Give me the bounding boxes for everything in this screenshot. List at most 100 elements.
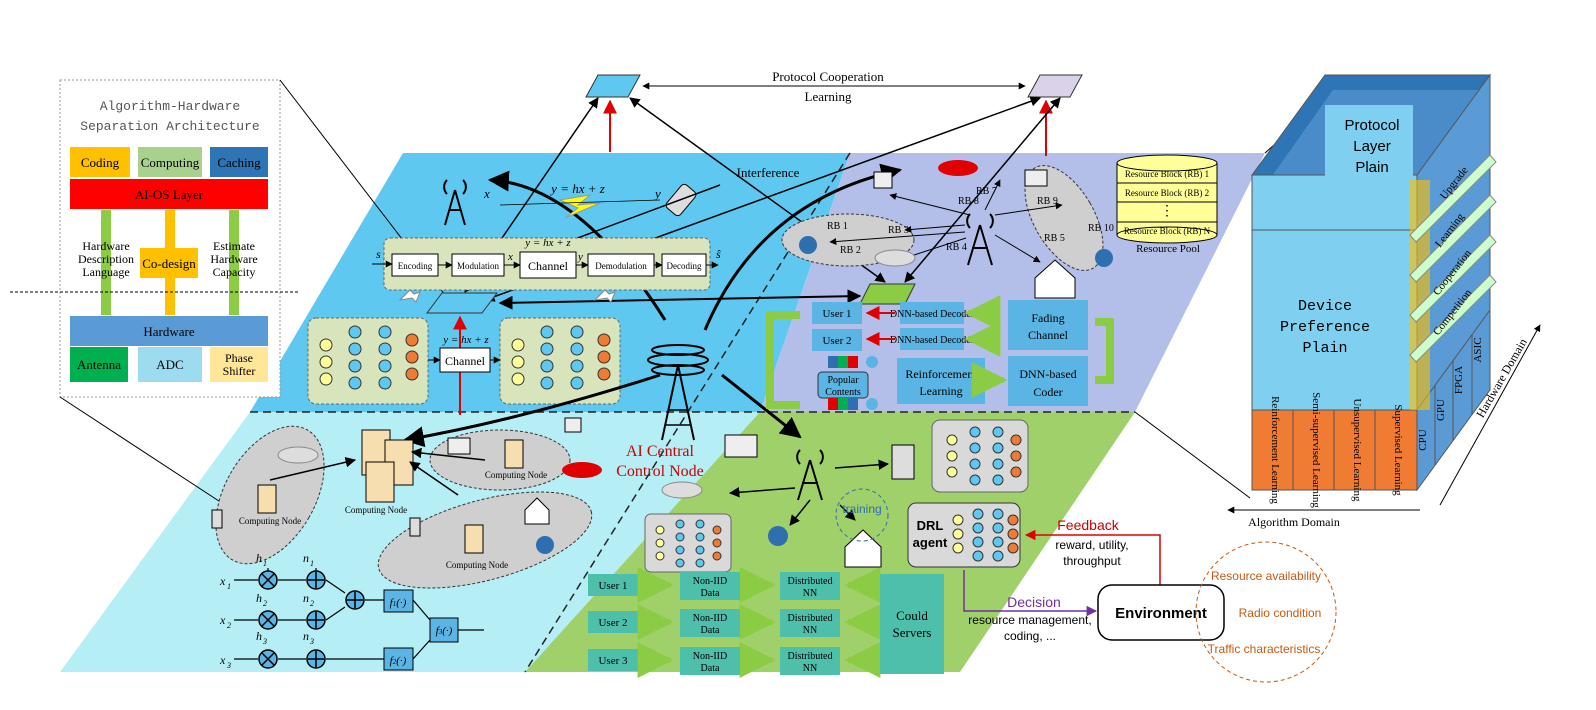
coding-box: Coding: [81, 155, 120, 170]
nn-icon-small: [655, 519, 722, 568]
user-icon: [799, 236, 817, 254]
laptop-icon-q4: [724, 434, 758, 458]
dnn-1b: NN: [803, 588, 817, 599]
rb2: RB 2: [840, 245, 861, 256]
rb8: RB 8: [958, 196, 979, 207]
encoding-box: Encoding: [398, 261, 433, 271]
user-icon-q4: [768, 526, 788, 546]
q4-user1: User 1: [598, 580, 627, 592]
nn-icon-left: [319, 325, 419, 390]
channel-box: Channel: [528, 259, 569, 273]
feedback-sub-2: throughput: [1063, 554, 1121, 568]
device-plain-2: Preference: [1280, 319, 1370, 336]
small-plane-q2: [859, 283, 916, 305]
antenna-box: Antenna: [77, 357, 121, 372]
x1-sub: 1: [227, 582, 231, 591]
noniid-2a: Non-IID: [693, 613, 727, 624]
q4-user3: User 3: [598, 655, 628, 667]
f3-label: f3(·): [436, 625, 453, 637]
f1-sub: 1: [393, 600, 397, 608]
house-icon-q3: [524, 497, 550, 525]
protocol-plain-1: Protocol: [1344, 117, 1399, 134]
ai-central-tower-icon: [647, 344, 709, 441]
pool-ellipsis: ⋮: [1160, 204, 1174, 219]
algo-semi: Semi-supervised Learning: [1310, 392, 1322, 508]
f2-f: f: [390, 655, 395, 667]
tower-icon-q2: [966, 213, 994, 266]
phone-icon-q3: [211, 509, 223, 529]
n3: n: [303, 629, 309, 643]
noniid-1b: Data: [701, 588, 720, 599]
algo-unsup: Unsupervised Learning: [1351, 399, 1363, 502]
q1-communication: x y = hx + z y Interference s Encoding M…: [307, 165, 862, 415]
pool-item-1: Resource Block (RB) 1: [1125, 169, 1209, 179]
pool-item-n: Resource Block (RB) N: [1124, 226, 1211, 236]
adc-box: ADC: [156, 357, 183, 372]
nn-eq: y = hx + z: [442, 334, 489, 346]
dnn-3a: Distributed: [788, 651, 833, 662]
dnn-3b: NN: [803, 663, 817, 674]
algo-sup: Supervised Learning: [1392, 404, 1404, 496]
environment-section: Feedback reward, utility, throughput Dec…: [963, 517, 1337, 683]
fading-1: Fading: [1031, 311, 1064, 325]
chain-eq: y = hx + z: [524, 237, 571, 249]
q4-user2: User 2: [598, 617, 627, 629]
chain-shat: ŝ: [716, 247, 721, 261]
rb1: RB 1: [827, 221, 848, 232]
protocol-plain-3: Plain: [1355, 159, 1388, 176]
noniid-3a: Non-IID: [693, 651, 727, 662]
hardware-box: Hardware: [143, 324, 194, 339]
decoding-box: Decoding: [667, 261, 702, 271]
protocol-plain-2: Layer: [1353, 138, 1391, 155]
noniid-1a: Non-IID: [693, 576, 727, 587]
cn-3-label: Computing Node: [446, 560, 508, 570]
user-icon-2: [1095, 249, 1113, 267]
house-icon: [1034, 259, 1076, 299]
nn-icon-drl: [952, 508, 1019, 562]
resource-pool: Resource Block (RB) 1 Resource Block (RB…: [1116, 154, 1218, 255]
feedback-label: Feedback: [1057, 517, 1119, 533]
rb7: RB 7: [976, 186, 997, 197]
coder-1: DNN-based: [1019, 367, 1076, 381]
nn-icon-right: [511, 325, 611, 390]
f3-f: f: [436, 625, 441, 637]
q2-user1: User 1: [822, 308, 851, 320]
training-label: training: [842, 502, 881, 516]
h2: h: [256, 591, 262, 605]
algo-domain: Algorithm Domain: [1248, 515, 1340, 529]
panel-title-2: Separation Architecture: [80, 119, 259, 134]
est-3: Capacity: [213, 265, 256, 279]
cn-1-label: Computing Node: [239, 516, 301, 526]
feedback-sub-1: reward, utility,: [1055, 538, 1128, 552]
n1: n: [303, 551, 309, 565]
tower-icon-q4: [796, 449, 824, 501]
f2-sub: 2: [393, 658, 397, 666]
factor-2: Radio condition: [1239, 606, 1322, 620]
x2: x: [219, 613, 226, 627]
x3-sub: 3: [226, 661, 231, 670]
chain-x: x: [507, 251, 513, 263]
phase-1: Phase: [225, 351, 253, 365]
fading-2: Channel: [1028, 328, 1069, 342]
cn-2-label: Computing Node: [485, 470, 547, 480]
dnn-1a: Distributed: [788, 576, 833, 587]
rb9: RB 9: [1037, 196, 1058, 207]
x-label: x: [483, 186, 490, 201]
noniid-2b: Data: [701, 625, 720, 636]
small-plane-q1: [426, 292, 498, 314]
f1-label: f1(·): [390, 597, 407, 609]
h1-sub: 1: [263, 559, 267, 568]
hdl-3: Language: [82, 265, 129, 279]
f1-f: f: [390, 597, 395, 609]
hw-cpu: CPU: [1417, 429, 1429, 450]
rb4: RB 4: [946, 242, 967, 253]
q2-user2: User 2: [822, 335, 851, 347]
rb10: RB 10: [1088, 223, 1114, 234]
computing-box: Computing: [141, 155, 200, 170]
decision-sub-1: resource management,: [968, 613, 1091, 627]
caching-box: Caching: [217, 155, 261, 170]
hw-fpga: FPGA: [1453, 366, 1465, 394]
device-plain-1: Device: [1298, 298, 1352, 315]
decision-sub-2: coding, ...: [1004, 629, 1056, 643]
chain-y: y: [577, 251, 583, 263]
